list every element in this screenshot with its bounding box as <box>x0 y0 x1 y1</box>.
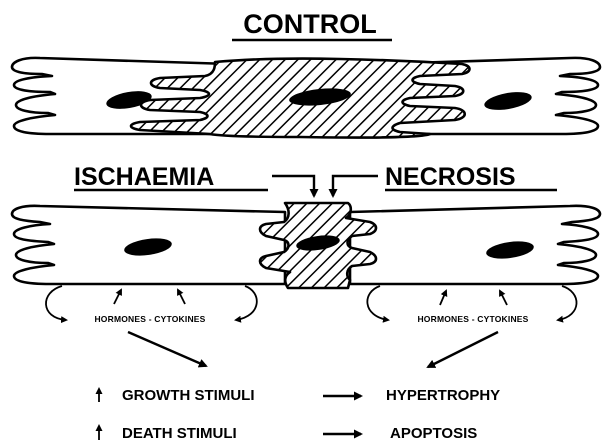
diagram-title: CONTROL <box>243 9 376 39</box>
left-loop-arrow-a <box>46 286 66 320</box>
lower-cells <box>12 203 600 288</box>
left-hormones-label: HORMONES - CYTOKINES <box>94 314 205 324</box>
right-loop-arrow-b <box>558 286 577 320</box>
control-cells <box>12 58 600 138</box>
left-up-arrow-2 <box>178 290 185 304</box>
hypertrophy-label: HYPERTROPHY <box>386 387 500 404</box>
necrosis-cell <box>350 206 600 284</box>
right-up-arrow-1 <box>440 291 446 305</box>
apoptosis-label: APOPTOSIS <box>390 425 477 441</box>
necrosis-pointer-arrow <box>333 176 378 196</box>
ischaemia-label: ISCHAEMIA <box>74 163 214 191</box>
growth-stimuli-label: GROWTH STIMULI <box>122 387 254 404</box>
right-loop-arrow-a <box>367 286 388 320</box>
right-up-arrow-2 <box>500 291 507 305</box>
right-hormones-label: HORMONES - CYTOKINES <box>417 314 528 324</box>
death-stimuli-label: DEATH STIMULI <box>122 425 237 441</box>
ischaemia-pointer-arrow <box>272 176 314 196</box>
right-diagonal-arrow <box>428 332 498 367</box>
left-up-arrow-1 <box>114 290 121 304</box>
left-loop-arrow-b <box>236 286 257 320</box>
necrosis-label: NECROSIS <box>385 163 516 191</box>
left-diagonal-arrow <box>128 332 206 366</box>
